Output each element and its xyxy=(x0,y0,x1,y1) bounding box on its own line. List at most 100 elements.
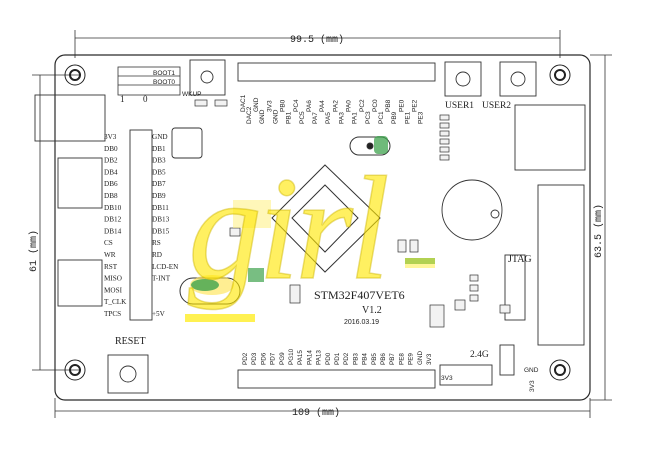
top-header-pin: GND xyxy=(259,109,266,124)
wireless-module xyxy=(439,344,515,386)
lcd-left-pin: T_CLK xyxy=(104,298,127,306)
bottom-header-pin: PD0 xyxy=(325,352,332,365)
user2-label: USER2 xyxy=(482,101,511,111)
top-header-pin: PC4 xyxy=(293,99,300,112)
wkup-label: WKUP xyxy=(182,91,202,98)
top-header-pin: DAC2 xyxy=(246,106,253,124)
top-header-pin: PB8 xyxy=(385,99,392,112)
top-left-parts xyxy=(129,59,226,321)
top-header-pin: GND xyxy=(253,97,260,112)
lcd-left-pin: DB10 xyxy=(104,204,122,212)
lcd-left-pin: MISO xyxy=(104,275,122,283)
top-header-pin: PE3 xyxy=(418,111,425,124)
bottom-header-pin: PB7 xyxy=(389,353,396,365)
chip-date: 2016.03.19 xyxy=(344,319,379,326)
lcd-right-pin: DB13 xyxy=(152,216,170,224)
dim-top-label: 99.5 (mm) xyxy=(290,34,344,46)
top-header-pin: PA6 xyxy=(306,100,313,112)
top-header-outline xyxy=(237,62,436,82)
lcd-left-pin: 3V3 xyxy=(104,133,117,141)
mounting-holes xyxy=(64,64,571,381)
left-connectors xyxy=(34,94,106,307)
bottom-header-pin: PA15 xyxy=(297,350,304,365)
top-header-pin: PE1 xyxy=(404,111,411,124)
chip-version: V1.2 xyxy=(362,305,382,316)
top-header-pin: PE0 xyxy=(398,99,405,112)
bottom-header-pin: PG10 xyxy=(288,348,295,365)
bottom-header-pin: PB5 xyxy=(371,353,378,365)
jumper-zero-label: 0 xyxy=(143,94,148,104)
top-header-pin: PA5 xyxy=(325,112,332,124)
top-header-pin: PA4 xyxy=(319,100,326,112)
bottom-header-pin: PD3 xyxy=(251,352,258,365)
bottom-header-pin: PD7 xyxy=(270,352,277,365)
lcd-right-pin: GND xyxy=(152,133,168,141)
bottom-header-pin: PB3 xyxy=(352,353,359,365)
top-header-pin: PC3 xyxy=(365,111,372,124)
lcd-right-pin-labels: GNDDB1DB3DB5DB7DB9DB11DB13DB15RSRDLCD-EN… xyxy=(152,133,179,318)
lcd-left-pin: DB12 xyxy=(104,216,122,224)
bottom-header-pin: PD1 xyxy=(334,352,341,365)
top-header-pin: PA0 xyxy=(346,100,353,112)
label-2-4g: 2.4G xyxy=(470,350,489,360)
lcd-right-pin: RD xyxy=(152,251,162,259)
boot0-label: BOOT0 xyxy=(153,79,175,86)
bottom-header-pin: 3V3 xyxy=(426,353,433,365)
lcd-right-pin: DB7 xyxy=(152,180,166,188)
top-header-pin: GND xyxy=(272,109,279,124)
lcd-left-pin: MOSI xyxy=(104,286,123,294)
top-header-pin-labels: DAC1DAC2GNDGND3V3GNDPB0PB1PC4PC5PA6PA7PA… xyxy=(240,94,425,124)
bottom-header-pin: PE9 xyxy=(408,353,415,365)
top-header-pin: PA2 xyxy=(332,100,339,112)
lcd-left-pin: RST xyxy=(104,263,118,271)
lcd-right-pin: +5V xyxy=(152,310,166,318)
bottom-header-pin: PA14 xyxy=(306,350,313,365)
top-header-pin: PC1 xyxy=(378,111,385,124)
bottom-header-pin: PD2 xyxy=(242,352,249,365)
lcd-right-pin: DB1 xyxy=(152,145,166,153)
bottom-header-pin: PE8 xyxy=(398,353,405,365)
dim-right-label: 63.5 (mm) xyxy=(593,204,605,258)
board-outline xyxy=(54,54,591,401)
lcd-right-pin: LCD-EN xyxy=(152,263,179,271)
lcd-right-pin: RS xyxy=(152,239,161,247)
lcd-left-pin: DB2 xyxy=(104,157,118,165)
bottom-header-pin: PB4 xyxy=(362,353,369,365)
top-header-pin: PC0 xyxy=(372,99,379,112)
top-header-pin: PA3 xyxy=(338,112,345,124)
gnd-right-label: GND xyxy=(524,367,539,374)
top-header-pin: PB9 xyxy=(391,111,398,124)
lcd-left-pin: CS xyxy=(104,239,113,247)
lcd-left-pin-labels: 3V3DB0DB2DB4DB6DB8DB10DB12DB14CSWRRSTMIS… xyxy=(104,133,127,318)
lcd-right-pin: DB15 xyxy=(152,227,170,235)
lcd-right-pin: DB9 xyxy=(152,192,166,200)
lcd-right-pin: DB11 xyxy=(152,204,169,212)
bottom-header-pin: GND xyxy=(417,351,424,365)
reset-button-outline xyxy=(107,354,149,394)
lcd-right-pin: DB5 xyxy=(152,168,166,176)
bottom-header-pin: PD2 xyxy=(343,352,350,365)
lcd-left-pin: DB6 xyxy=(104,180,118,188)
top-header-pin: PC5 xyxy=(299,111,306,124)
bottom-header-pin: PG9 xyxy=(279,352,286,365)
mcu-chip xyxy=(271,164,381,273)
lcd-right-pin: T-INT xyxy=(152,275,171,283)
jtag-label: JTAG xyxy=(508,254,532,265)
user-buttons xyxy=(444,61,537,97)
bottom-header-pin: PA13 xyxy=(316,350,323,365)
top-header-pin: PE2 xyxy=(412,99,419,112)
lcd-left-pin: TPCS xyxy=(104,310,121,318)
top-header-pin: PB1 xyxy=(286,111,293,124)
right-side-parts xyxy=(441,104,586,346)
top-header-pin: PB0 xyxy=(280,99,287,112)
bottom-header-pin: PB6 xyxy=(380,353,387,365)
jumper-one-label: 1 xyxy=(120,94,125,104)
dim-left-label: 61 (mm) xyxy=(28,230,40,272)
reset-label: RESET xyxy=(115,336,146,347)
top-header-pin: PA1 xyxy=(352,112,359,124)
user1-label: USER1 xyxy=(445,101,474,111)
top-header-pin: 3V3 xyxy=(266,100,273,112)
bottom-header-pin: PD6 xyxy=(260,352,267,365)
